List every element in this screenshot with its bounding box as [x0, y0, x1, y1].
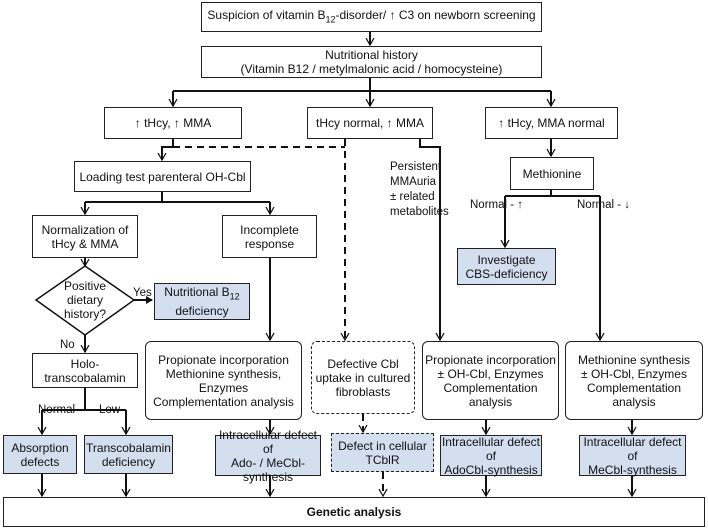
- transcobalamin-deficiency-box: Transcobalamin deficiency: [84, 435, 173, 474]
- branch-mma-normal: ↑ tHcy, MMA normal: [485, 107, 618, 139]
- tcblr-defect-box: Defect in cellular TCblR: [331, 433, 434, 472]
- normal-down-label: Normal - ↓: [577, 199, 631, 211]
- defective-uptake-box: Defective Cbl uptake in cultured fibrobl…: [311, 341, 415, 414]
- low-label: Low: [99, 404, 121, 416]
- yes-label: Yes: [133, 287, 152, 299]
- nutritional-history-box: Nutritional history (Vitamin B12 / metyl…: [201, 46, 542, 78]
- normal-up-label: Normal - ↑: [470, 199, 524, 211]
- persistent-mmauria-label: Persistent MMAuria ± related metabolites: [390, 161, 449, 218]
- loading-test-box: Loading test parenteral OH-Cbl: [74, 161, 251, 192]
- propionate-right-box: Propionate incorporation ± OH-Cbl, Enzym…: [422, 341, 559, 420]
- branch-high-both: ↑ tHcy, ↑ MMA: [104, 107, 242, 139]
- intracellular-ado-me-box: Intracellular defect of Ado- / MeCbl-syn…: [215, 428, 321, 484]
- propionate-left-box: Propionate incorporation Methionine synt…: [145, 341, 302, 420]
- dietary-history-decision: Positive dietary history?: [63, 279, 107, 321]
- intracellular-ado-box: Intracellular defect of AdoCbl-synthesis: [440, 434, 542, 477]
- intracellular-me-box: Intracellular defect of MeCbl-synthesis: [579, 435, 686, 477]
- methionine-box: Methionine: [510, 157, 594, 190]
- branch-hcy-normal: tHcy normal, ↑ MMA: [307, 107, 433, 139]
- methionine-synthesis-box: Methionine synthesis ± OH-Cbl, Enzymes C…: [565, 341, 703, 420]
- normalization-box: Normalization of tHcy & MMA: [32, 215, 138, 258]
- history-title: Nutritional history: [325, 48, 418, 62]
- normal-label: Normal: [38, 404, 76, 416]
- edge-to-loading: [162, 146, 173, 160]
- investigate-cbs-box: Investigate CBS-deficiency: [457, 248, 556, 285]
- nutritional-deficiency-box: Nutritional B12 deficiency: [154, 283, 250, 320]
- no-label: No: [60, 339, 75, 351]
- suspicion-text: Suspicion of vitamin B12-disorder/ ↑ C3 …: [207, 7, 536, 25]
- absorption-defects-box: Absorption defects: [3, 435, 77, 474]
- decision-diamond-shape: [34, 265, 136, 336]
- suspicion-box: Suspicion of vitamin B12-disorder/ ↑ C3 …: [201, 2, 542, 32]
- history-subtitle: (Vitamin B12 / metylmalonic acid / homoc…: [240, 62, 503, 76]
- incomplete-response-box: Incomplete response: [222, 215, 317, 258]
- edge-persistent: [419, 139, 440, 340]
- holo-transcobalamin-box: Holo- transcobalamin: [32, 353, 138, 388]
- genetic-analysis-box: Genetic analysis: [3, 497, 705, 527]
